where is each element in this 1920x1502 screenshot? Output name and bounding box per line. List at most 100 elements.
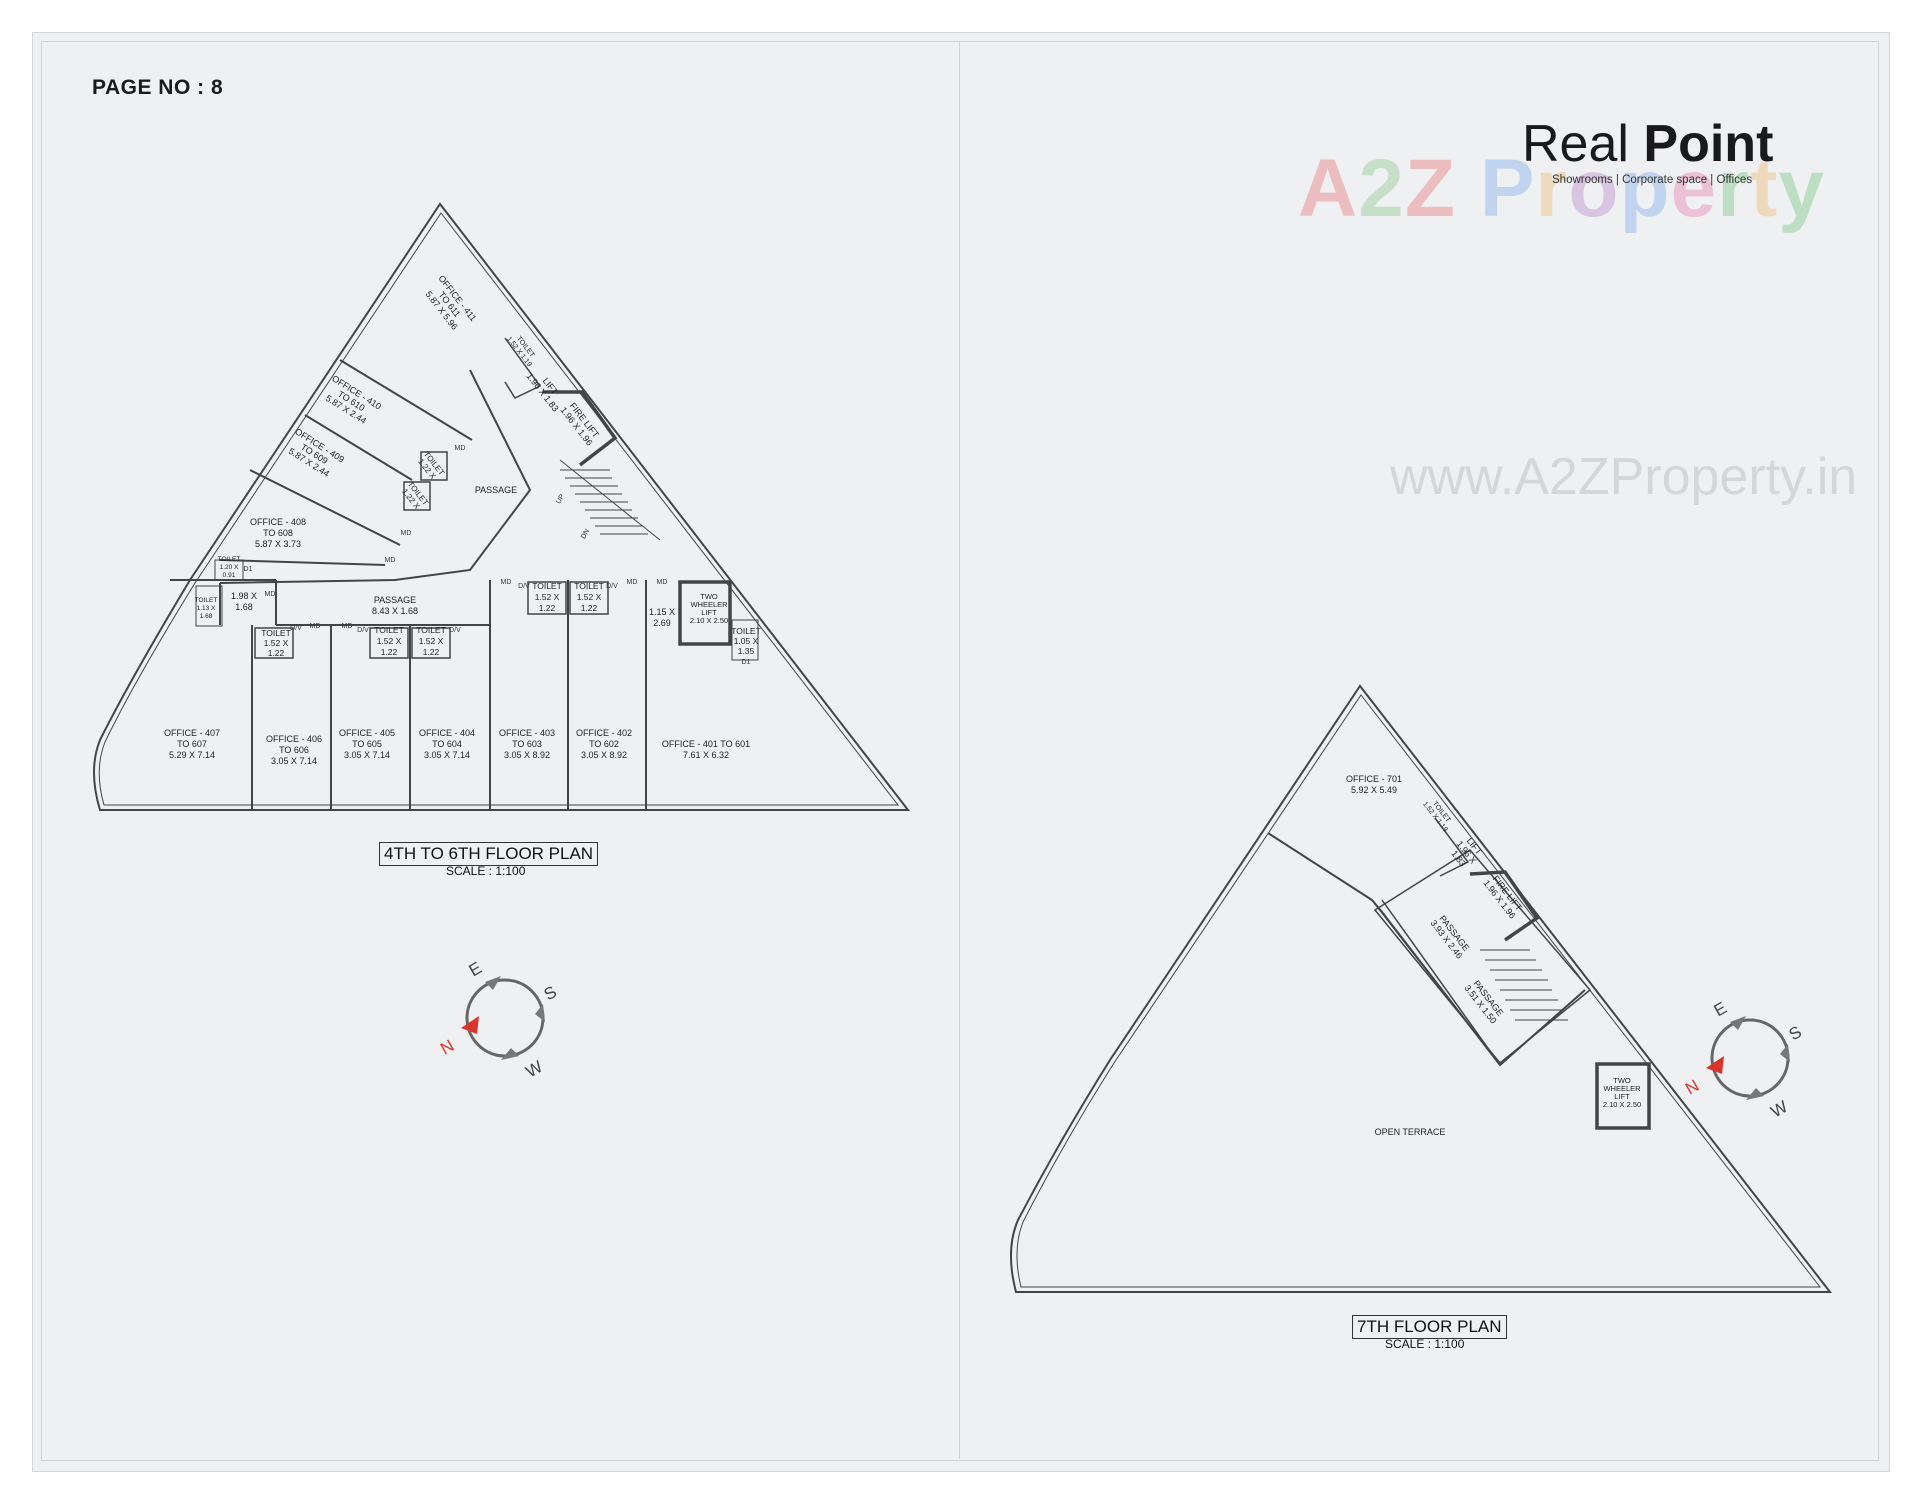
passage-label: PASSAGE [475,485,517,495]
lobby-size-b: 1.68 [235,602,253,612]
dv-tag-1: D/V [290,625,302,632]
office-402-to: TO 602 [589,739,619,749]
compass-1-w: W [523,1057,546,1081]
office-406-name: OFFICE - 406 [266,734,322,744]
compass-rose-1: N E S W [437,958,560,1081]
md-tag-2: MD [310,623,321,630]
toilet-403-b: 1.22 [539,603,556,613]
office-701-name: OFFICE - 701 [1346,774,1402,784]
office-408-name: OFFICE - 408 [250,517,306,527]
compass-2-e: E [1711,998,1730,1020]
toilet-408-label: TOILET [218,556,241,563]
office-407-name: OFFICE - 407 [164,728,220,738]
plan-4-6-scale: SCALE : 1:100 [446,864,526,878]
md-tag-5: MD [627,579,638,586]
twl7-size: 2.10 X 2.50 [1603,1100,1641,1109]
plan-7-outline [1009,684,1833,1293]
plan-7-title: 7TH FLOOR PLAN [1352,1315,1507,1339]
office-401-name: OFFICE - 401 TO 601 [662,739,750,749]
toilet-404-label: TOILET [416,625,446,635]
toilet-401-label: TOILET [731,626,761,636]
d1-tag-2: D1 [742,659,751,666]
office-408-to: TO 608 [263,528,293,538]
toilet-402-a: 1.52 X [577,592,602,602]
toilet-405-label: TOILET [374,625,404,635]
plan-4-6-title: 4TH TO 6TH FLOOR PLAN [379,842,599,866]
office-403-size: 3.05 X 8.92 [504,750,550,760]
passage-2-size: 8.43 X 1.68 [372,606,418,616]
sheet-border [41,41,1879,1461]
twl-l2: WHEELER [690,600,728,609]
md-tag-1: MD [265,591,276,598]
toilet-402-b: 1.22 [581,603,598,613]
plan-7-scale: SCALE : 1:100 [1385,1337,1465,1351]
toilet-405-a: 1.52 X [377,636,402,646]
office-402-name: OFFICE - 402 [576,728,632,738]
passage-2-name: PASSAGE [374,595,416,605]
toilet-406-b: 1.22 [268,648,285,658]
twl-l3: LIFT [701,608,717,617]
compass-2-n: N [1682,1076,1702,1099]
md-tag-6: MD [657,579,668,586]
office-407-to: TO 607 [177,739,207,749]
dv-tag-5: D/V [606,583,618,590]
stair-dn: DN [580,528,591,540]
toilet-405-b: 1.22 [381,647,398,657]
toilet-407-a: 1.13 X [197,605,216,612]
office-404-to: TO 604 [432,739,462,749]
office-403-name: OFFICE - 403 [499,728,555,738]
brand-tagline: Showrooms | Corporate space | Offices [1552,174,1753,186]
brand-name-bold: Point [1643,115,1774,173]
watermark-logo: A2Z Property [1298,143,1825,234]
twl-size: 2.10 X 2.50 [690,616,728,625]
office-405-size: 3.05 X 7.14 [344,750,390,760]
toilet-403-label: TOILET [532,581,562,591]
office-401-size: 7.61 X 6.32 [683,750,729,760]
compass-1-n: N [437,1036,457,1059]
toilet-404-a: 1.52 X [419,636,444,646]
toilet-406-label: TOILET [261,628,291,638]
page-number: PAGE NO : 8 [92,76,224,99]
toilet-407-b: 1.68 [200,613,213,620]
dv-tag-3: D/V [449,627,461,634]
office-405-to: TO 605 [352,739,382,749]
office-407-size: 5.29 X 7.14 [169,750,215,760]
toilet-408-b: 0.91 [223,572,236,579]
toilet-401-b: 1.35 [738,646,755,656]
toilet-406-a: 1.52 X [264,638,289,648]
md-tag-3: MD [342,623,353,630]
office-406-to: TO 606 [279,745,309,755]
misc-115-a: 1.15 X [649,607,675,617]
toilet-404-b: 1.22 [423,647,440,657]
office-408-size: 5.87 X 3.73 [255,539,301,549]
office-404-name: OFFICE - 404 [419,728,475,738]
brand-name-light: Real [1522,115,1644,173]
office-404-size: 3.05 X 7.14 [424,750,470,760]
md-tag-4: MD [501,579,512,586]
compass-1-e: E [466,958,485,980]
misc-115-b: 2.69 [653,618,671,628]
stair-up: UP [555,493,566,505]
plan-4-6-outline [93,202,911,811]
toilet-401-a: 1.05 X [734,636,759,646]
office-402-size: 3.05 X 8.92 [581,750,627,760]
toilet-408-a: 1.20 X [220,564,239,571]
office-403-to: TO 603 [512,739,542,749]
md-tag-7: MD [455,445,466,452]
twl7-l1: TWO [1613,1076,1631,1085]
open-terrace: OPEN TERRACE [1375,1127,1446,1137]
compass-1-s: S [541,982,560,1004]
north-arrow-icon [461,1016,479,1034]
office-405-name: OFFICE - 405 [339,728,395,738]
lobby-size-a: 1.98 X [231,591,257,601]
office-406-size: 3.05 X 7.14 [271,756,317,766]
twl-l1: TWO [700,592,718,601]
drawing-sheet [32,32,1890,1472]
dv-tag-2: D/V [357,627,369,634]
md-tag-9: MD [385,557,396,564]
toilet-407-label: TOILET [195,597,218,604]
compass-rose-2: N E S W [1682,998,1805,1121]
md-tag-8: MD [401,530,412,537]
office-701-size: 5.92 X 5.49 [1351,785,1397,795]
